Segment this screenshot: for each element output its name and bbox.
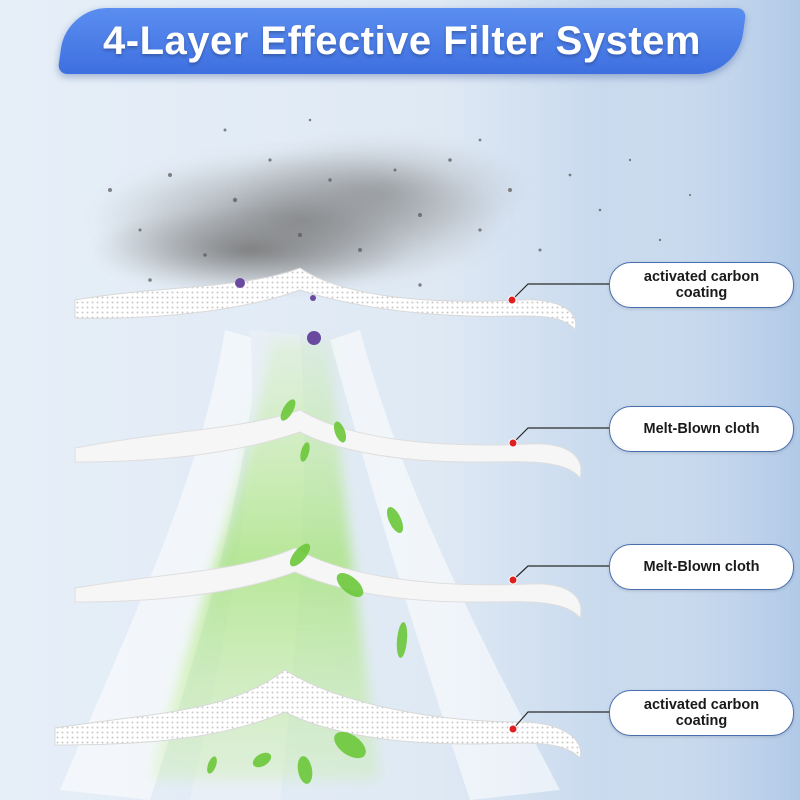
leader-line-3 <box>508 565 609 585</box>
layer-label-line: coating <box>675 713 728 729</box>
layer-label-melt-blown-1: Melt-Blown cloth <box>609 406 794 452</box>
filter-layer-1 <box>74 267 577 332</box>
leader-line-4 <box>508 711 609 734</box>
filter-layer-4 <box>54 669 582 759</box>
bacteria-icon <box>235 278 321 345</box>
leader-line-2 <box>508 427 609 448</box>
layer-label-line: Melt-Blown cloth <box>643 421 760 437</box>
layer-label-line: Melt-Blown cloth <box>643 559 760 575</box>
dust-cloud-icon <box>90 118 692 295</box>
layer-label-activated-carbon-top: activated carbon coating <box>609 262 794 308</box>
filter-layer-3 <box>74 547 582 620</box>
layer-label-line: activated carbon <box>643 697 760 713</box>
leader-line-1 <box>507 283 609 305</box>
layer-label-line: coating <box>675 285 728 301</box>
layer-label-melt-blown-2: Melt-Blown cloth <box>609 544 794 590</box>
leaf-icon <box>207 399 408 784</box>
layer-label-activated-carbon-bottom: activated carbon coating <box>609 690 794 736</box>
page-title: 4-Layer Effective Filter System <box>103 18 701 63</box>
layer-label-line: activated carbon <box>643 269 760 285</box>
